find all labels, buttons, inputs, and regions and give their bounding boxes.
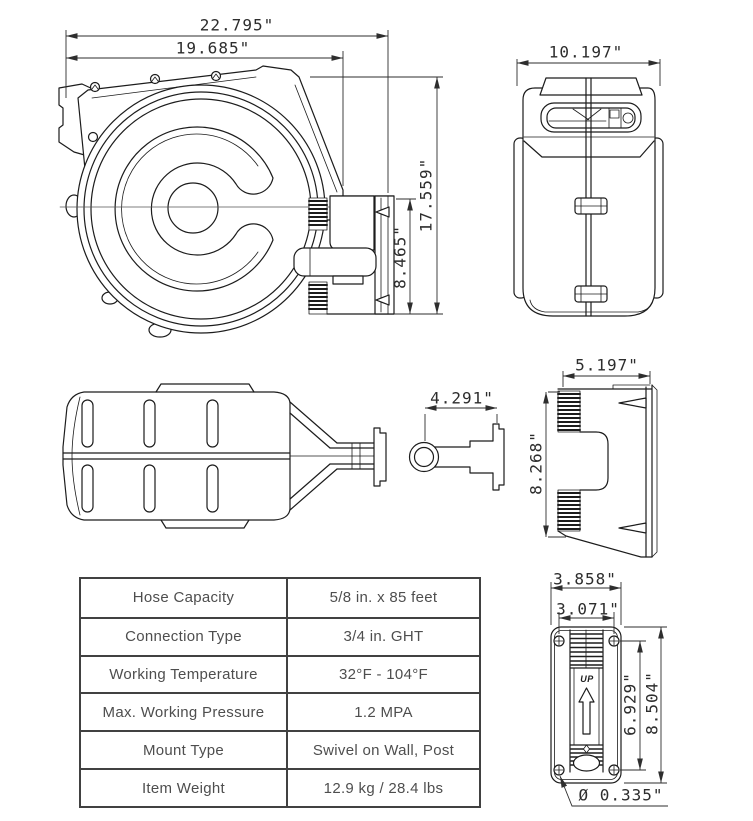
side-view-drawing	[513, 77, 664, 317]
spec-label: Connection Type	[81, 616, 286, 655]
spec-label: Item Weight	[81, 768, 286, 806]
dim-plate-height: 8.504"	[642, 671, 662, 735]
spec-value: 12.9 kg / 28.4 lbs	[286, 768, 479, 806]
front-view-drawing	[58, 65, 395, 338]
dim-plate-hole-span-y: 6.929"	[620, 672, 640, 736]
spec-value: 3/4 in. GHT	[286, 616, 479, 655]
dim-swivel-arm-length: 4.291"	[430, 388, 494, 408]
spec-label: Hose Capacity	[132, 589, 235, 607]
spec-value: 1.2 MPA	[286, 692, 479, 731]
dim-front-body-width: 19.685"	[175, 38, 251, 58]
spec-value: 32°F - 104°F	[286, 654, 479, 693]
spec-value: 5/8 in. x 85 feet	[286, 579, 479, 617]
dim-plate-width: 3.858"	[553, 569, 617, 589]
dim-bracket-width: 5.197"	[575, 355, 639, 375]
mount-plate-drawing	[550, 626, 622, 784]
up-direction-label: UP	[580, 674, 594, 684]
dim-front-total-height: 17.559"	[416, 157, 436, 233]
dim-bracket-height: 8.268"	[526, 431, 546, 495]
wall-bracket-side-drawing	[557, 384, 658, 558]
dimension-lines	[65, 30, 668, 807]
dim-front-bracket-height: 8.465"	[390, 225, 410, 289]
dim-plate-hole-span-x: 3.071"	[556, 599, 620, 619]
spec-label: Max. Working Pressure	[81, 692, 286, 730]
top-view-drawing	[62, 383, 387, 529]
swivel-arm-drawing	[408, 423, 505, 491]
spec-label: Working Temperature	[81, 654, 286, 693]
spec-table: Hose Capacity 5/8 in. x 85 feet Connecti…	[79, 577, 481, 808]
spec-value: Swivel on Wall, Post	[286, 730, 479, 769]
dim-front-total-width: 22.795"	[199, 15, 275, 35]
spec-label: Mount Type	[81, 730, 286, 768]
dim-plate-hole-diameter: Ø 0.335"	[578, 785, 664, 805]
dim-side-width: 10.197"	[548, 42, 624, 62]
